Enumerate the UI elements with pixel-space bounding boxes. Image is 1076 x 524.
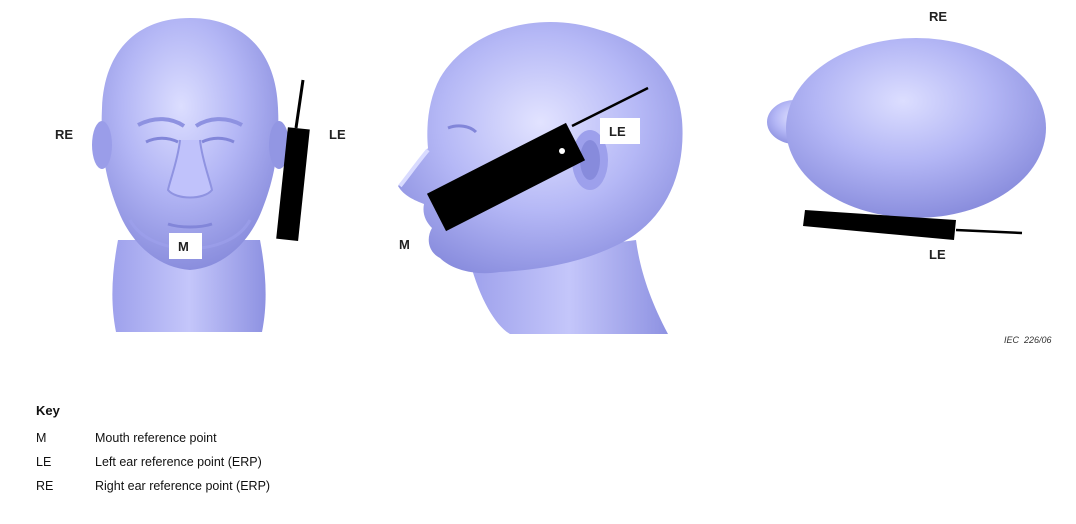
- key-description: Left ear reference point (ERP): [95, 450, 736, 474]
- key-row-m: M Mouth reference point: [36, 426, 736, 450]
- top-head: [767, 38, 1046, 218]
- key-code: M: [36, 426, 95, 450]
- key-description: Mouth reference point: [95, 426, 736, 450]
- front-view: RE LE M: [55, 18, 346, 332]
- key-title: Key: [36, 402, 736, 420]
- top-label-le: LE: [929, 247, 946, 262]
- reference-points-figure: RE LE M LE M: [0, 0, 1076, 360]
- side-label-le: LE: [609, 124, 626, 139]
- front-label-m: M: [178, 239, 189, 254]
- key-row-re: RE Right ear reference point (ERP): [36, 474, 736, 498]
- top-label-re: RE: [929, 9, 947, 24]
- key-code: LE: [36, 450, 95, 474]
- side-label-m: M: [399, 237, 410, 252]
- key-row-le: LE Left ear reference point (ERP): [36, 450, 736, 474]
- key-legend: Key M Mouth reference point LE Left ear …: [36, 402, 736, 498]
- side-view: LE M: [398, 22, 683, 334]
- key-description: Right ear reference point (ERP): [95, 474, 736, 498]
- front-label-le: LE: [329, 127, 346, 142]
- top-view: RE LE: [767, 9, 1046, 262]
- front-label-re: RE: [55, 127, 73, 142]
- front-head: [92, 18, 289, 332]
- figure-credit: IEC 226/06: [1004, 335, 1052, 345]
- key-code: RE: [36, 474, 95, 498]
